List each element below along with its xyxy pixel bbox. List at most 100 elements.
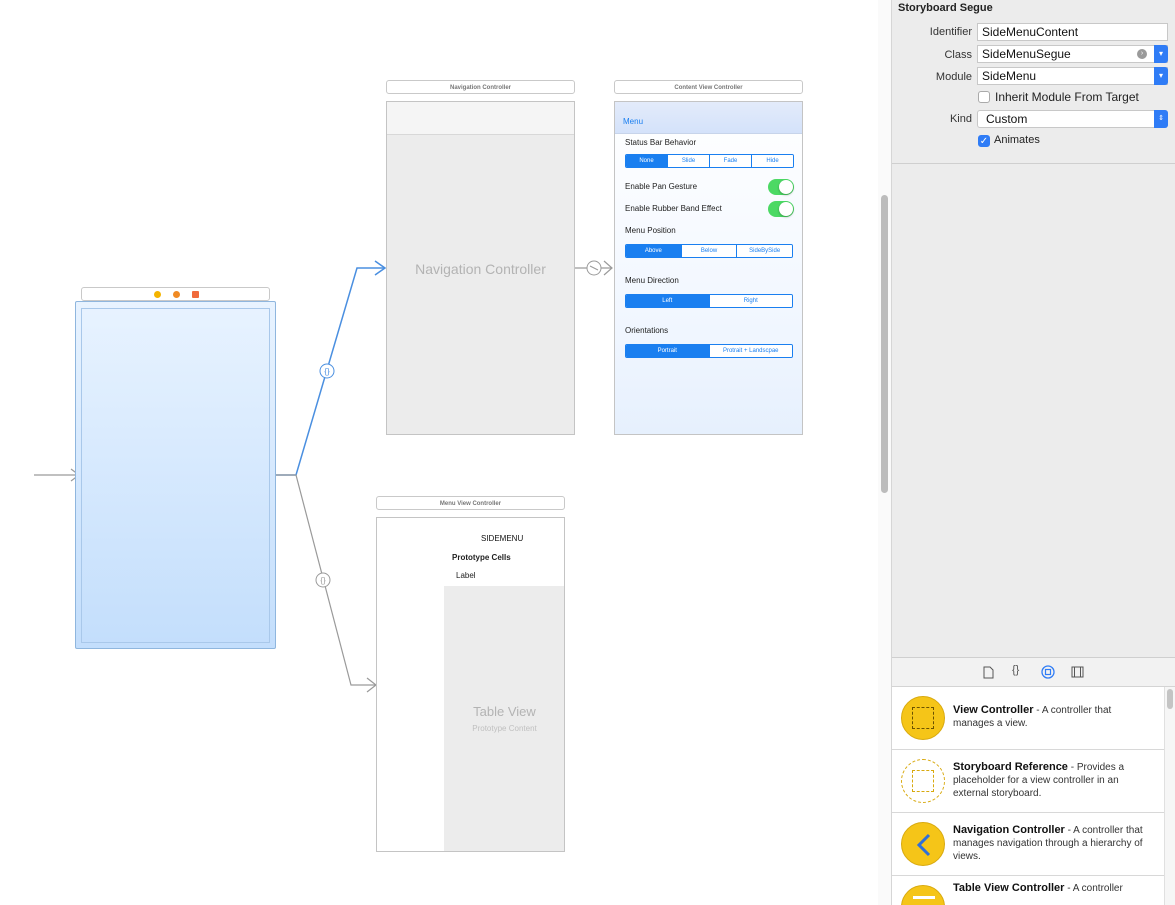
inherit-module-checkbox[interactable] <box>978 91 990 103</box>
library-tab-bar: {} <box>892 658 1175 687</box>
kind-value: Custom <box>986 112 1028 126</box>
menu-view-controller-scene[interactable]: SIDEMENU Prototype Cells Label Table Vie… <box>376 517 565 852</box>
library-item-view-controller[interactable]: View Controller - A controller that mana… <box>892 687 1164 750</box>
class-value: SideMenuSegue <box>982 47 1071 61</box>
library-item-title: Table View Controller <box>953 882 1065 894</box>
menu-scene-dock[interactable]: Menu View Controller <box>376 496 565 510</box>
object-icon[interactable] <box>1041 665 1055 679</box>
storyboard-canvas[interactable]: {} {} Navigation Controller Navigation C… <box>0 0 878 905</box>
class-label: Class <box>944 49 972 61</box>
content-navigation-bar: Menu <box>615 102 802 134</box>
segue-braces-icon-gray <box>315 572 331 588</box>
content-view-controller-scene[interactable]: Menu Status Bar Behavior None Slide Fade… <box>614 101 803 435</box>
segment-slide[interactable]: Slide <box>668 155 710 167</box>
navigation-controller-icon <box>901 822 945 866</box>
library-item-table-view-controller[interactable]: Table View Controller - A controller <box>892 876 1164 905</box>
class-field[interactable]: SideMenuSegue › ▾ <box>977 45 1168 63</box>
storyboard-reference-icon <box>901 759 945 803</box>
animates-label: Animates <box>994 134 1040 146</box>
kind-updown-chevron-icon[interactable]: ⇕ <box>1154 110 1168 128</box>
segue-connections: {} {} <box>34 260 613 693</box>
segment-side-by-side[interactable]: SideBySide <box>737 245 792 257</box>
pan-gesture-switch[interactable] <box>768 179 794 195</box>
attributes-inspector: Storyboard Segue Identifier SideMenuCont… <box>892 0 1175 905</box>
object-library-list[interactable]: View Controller - A controller that mana… <box>892 687 1175 905</box>
segment-right[interactable]: Right <box>709 295 792 307</box>
media-icon[interactable] <box>1071 666 1084 678</box>
navigation-scene-dock[interactable]: Navigation Controller <box>386 80 575 94</box>
rubber-band-switch[interactable] <box>768 201 794 217</box>
content-scene-dock[interactable]: Content View Controller <box>614 80 803 94</box>
library-item-title: View Controller <box>953 704 1034 716</box>
first-responder-icon[interactable] <box>173 291 180 298</box>
status-bar-behavior-label: Status Bar Behavior <box>625 138 697 147</box>
segment-left[interactable]: Left <box>626 295 710 307</box>
menu-direction-segmented-control[interactable]: Left Right <box>625 294 793 308</box>
menu-direction-label: Menu Direction <box>625 276 679 285</box>
module-value: SideMenu <box>982 69 1037 83</box>
svg-text:{}: {} <box>320 576 326 585</box>
view-controller-icon[interactable] <box>154 291 161 298</box>
segment-portrait[interactable]: Portrait <box>626 345 710 357</box>
library-item-title: Navigation Controller <box>953 824 1065 836</box>
identifier-field[interactable]: SideMenuContent <box>977 23 1168 41</box>
menu-table-view[interactable]: Table View Prototype Content <box>444 586 564 851</box>
segment-hide[interactable]: Hide <box>752 155 793 167</box>
cell-label[interactable]: Label <box>456 571 476 580</box>
class-dropdown-chevron-icon[interactable]: ▾ <box>1154 45 1168 63</box>
orientations-label: Orientations <box>625 326 669 335</box>
kind-popup[interactable]: Custom ⇕ <box>977 110 1168 128</box>
prototype-content-placeholder: Prototype Content <box>472 724 537 733</box>
inherit-module-label: Inherit Module From Target <box>995 90 1139 104</box>
sidemenu-header-label: SIDEMENU <box>481 534 524 543</box>
segment-portrait-landscape[interactable]: Protrait + Landscpae <box>709 345 792 357</box>
canvas-vertical-scrollbar[interactable] <box>878 0 892 905</box>
module-dropdown-chevron-icon[interactable]: ▾ <box>1154 67 1168 85</box>
container-view <box>81 308 270 643</box>
library-item-title: Storyboard Reference <box>953 761 1068 773</box>
navigation-placeholder-label: Navigation Controller <box>415 261 546 277</box>
table-view-controller-icon <box>901 885 945 905</box>
library-scroll-thumb[interactable] <box>1167 689 1173 709</box>
pan-gesture-label: Enable Pan Gesture <box>625 182 698 191</box>
storyboard-segue-section-title: Storyboard Segue <box>898 2 993 14</box>
navigation-controller-scene[interactable]: Navigation Controller <box>386 101 575 435</box>
segment-none[interactable]: None <box>626 155 668 167</box>
table-view-placeholder: Table View <box>473 704 536 719</box>
segment-fade[interactable]: Fade <box>710 155 752 167</box>
library-item-desc: - A controller that manages navigation t… <box>953 825 1143 862</box>
file-icon[interactable] <box>983 666 994 679</box>
library-item-desc: - A controller <box>1064 883 1123 894</box>
library-item-desc: - A controller that manages a view. <box>953 705 1112 729</box>
rubber-band-label: Enable Rubber Band Effect <box>625 204 722 213</box>
library-item-desc: - Provides a placeholder for a view cont… <box>953 762 1125 799</box>
class-navigate-arrow-icon[interactable]: › <box>1137 49 1147 59</box>
segue-braces-icon-blue <box>319 363 335 379</box>
prototype-cells-header: Prototype Cells <box>452 553 511 562</box>
library-item-storyboard-reference[interactable]: Storyboard Reference - Provides a placeh… <box>892 750 1164 813</box>
inspector-divider <box>892 163 1175 164</box>
canvas-scroll-thumb[interactable] <box>881 195 888 493</box>
segment-below[interactable]: Below <box>681 245 738 257</box>
segment-above[interactable]: Above <box>626 245 682 257</box>
library-scrollbar[interactable] <box>1164 687 1175 905</box>
menu-position-label: Menu Position <box>625 226 676 235</box>
navigation-bar <box>387 102 574 135</box>
menu-position-segmented-control[interactable]: Above Below SideBySide <box>625 244 793 258</box>
side-menu-container-scene[interactable] <box>75 301 276 649</box>
status-bar-segmented-control[interactable]: None Slide Fade Hide <box>625 154 794 168</box>
svg-text:{}: {} <box>324 367 330 376</box>
identifier-label: Identifier <box>929 26 972 38</box>
orientations-segmented-control[interactable]: Portrait Protrait + Landscpae <box>625 344 793 358</box>
library-divider <box>892 657 1175 658</box>
menu-bar-button[interactable]: Menu <box>623 117 644 126</box>
module-field[interactable]: SideMenu ▾ <box>977 67 1168 85</box>
exit-icon[interactable] <box>192 291 199 298</box>
library-item-navigation-controller[interactable]: Navigation Controller - A controller tha… <box>892 813 1164 876</box>
view-controller-icon <box>901 696 945 740</box>
animates-checkbox[interactable]: ✓ <box>978 135 990 147</box>
module-label: Module <box>935 71 972 83</box>
container-scene-dock[interactable] <box>81 287 270 301</box>
kind-label: Kind <box>949 113 972 125</box>
braces-icon[interactable]: {} <box>1012 664 1020 676</box>
